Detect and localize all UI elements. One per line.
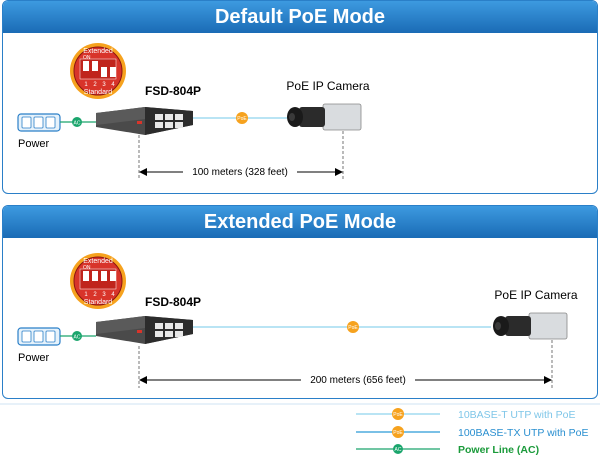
dip-num-2: 2 [93,292,97,298]
power-outlet-icon [17,327,61,346]
ac-badge-icon [72,117,82,127]
dip-num-4: 4 [111,82,115,88]
dip-standard-label: Standard [84,299,113,306]
poe-badge-icon [392,408,404,420]
legend-item-power-line: AC Power Line (AC) [356,444,539,456]
default-poe-panel: Default PoE Mode Extended ON 1 2 3 4 Sta… [2,0,598,194]
switch-model-label: FSD-804P [145,295,201,309]
dip-num-1: 1 [84,292,88,298]
legend-label: 100BASE-TX UTP with PoE [458,427,589,439]
ac-badge-label: AC [74,121,81,127]
legend-badge: PoE [393,430,403,436]
legend-badge: AC [395,447,402,453]
dip-standard-label: Standard [84,89,113,96]
poe-badge-label: PoE [237,116,247,122]
dip-num-3: 3 [102,292,106,298]
extended-poe-panel: Extended PoE Mode Extended ON 1 2 3 4 St… [2,205,598,399]
power-label: Power [18,352,50,364]
distance-label: 200 meters (656 feet) [310,375,406,386]
distance-label: 100 meters (328 feet) [192,167,288,178]
poe-badge-label: PoE [348,325,358,331]
default-poe-diagram: Extended ON 1 2 3 4 Standard Power AC [17,43,370,179]
camera-label: PoE IP Camera [494,288,577,302]
panel-title: Default PoE Mode [3,1,597,33]
switch-icon [96,316,193,344]
legend-item-100base: PoE 100BASE-TX UTP with PoE [356,426,589,439]
power-label: Power [18,138,50,150]
poe-badge-icon [236,112,248,124]
dip-num-2: 2 [93,82,97,88]
legend-label: Power Line (AC) [458,444,539,456]
poe-badge-icon [347,321,359,333]
dip-num-3: 3 [102,82,106,88]
panel-title: Extended PoE Mode [3,206,597,238]
ac-badge-icon [72,331,82,341]
legend-badge: PoE [393,412,403,418]
dip-num-4: 4 [111,292,115,298]
ip-camera-icon [287,103,362,131]
legend-label: 10BASE-T UTP with PoE [458,409,576,421]
power-outlet-icon [17,113,61,132]
ac-badge-icon [393,444,403,454]
ac-badge-label: AC [74,335,81,341]
dip-extended-label: Extended [83,258,113,265]
switch-icon [96,107,193,135]
extended-poe-diagram: Extended ON 1 2 3 4 Standard Power AC [17,253,578,388]
dip-on-label: ON [83,55,91,61]
dip-num-1: 1 [84,82,88,88]
legend-item-10base: PoE 10BASE-T UTP with PoE [356,408,576,421]
dip-on-label: ON [83,265,91,271]
poe-badge-icon [392,426,404,438]
ip-camera-icon [493,312,568,340]
camera-label: PoE IP Camera [286,79,369,93]
dip-extended-label: Extended [83,48,113,55]
dip-switch-icon: Extended ON 1 2 3 4 Standard [70,253,126,309]
dip-switch-icon: Extended ON 1 2 3 4 Standard [70,43,126,99]
switch-model-label: FSD-804P [145,84,201,98]
legend: PoE 10BASE-T UTP with PoE PoE 100BASE-TX… [0,403,600,456]
